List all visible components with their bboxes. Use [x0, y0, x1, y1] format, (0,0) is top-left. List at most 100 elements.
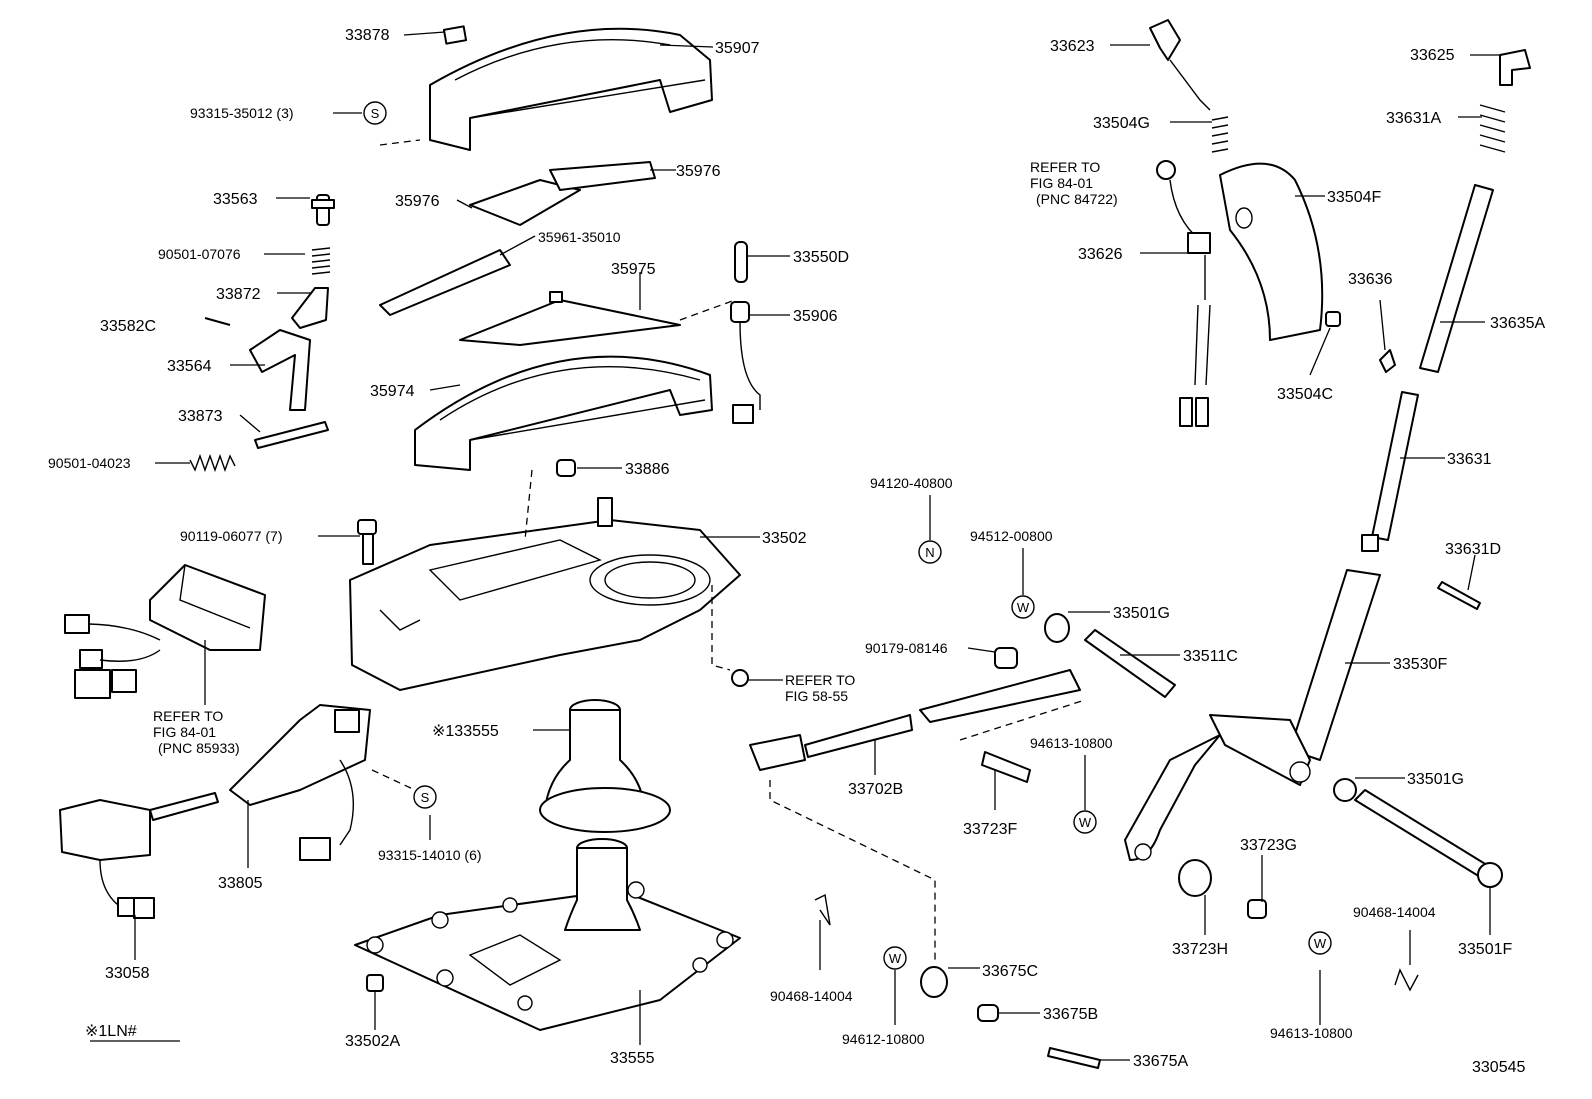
label-35974: 35974 — [370, 383, 415, 400]
bulb-socket — [730, 241, 761, 424]
svg-text:S: S — [371, 106, 380, 121]
label-33504c: 33504C — [1277, 386, 1333, 403]
label-35961-35010: 35961-35010 — [538, 229, 621, 245]
part-labels: 33878 35907 93315-35012 (3) 33563 35976 … — [48, 27, 1545, 1070]
bolt-refer-fig58 — [731, 669, 749, 687]
label-33550d: 33550D — [793, 249, 849, 266]
label-35907: 35907 — [715, 40, 760, 57]
label-90501-07076: 90501-07076 — [158, 246, 241, 262]
label-33555: 33555 — [610, 1050, 655, 1067]
symbol-w-3: W — [883, 946, 907, 970]
label-33702b: 33702B — [848, 781, 903, 798]
symbol-n: N — [918, 540, 942, 564]
svg-text:FIG 58-55: FIG 58-55 — [785, 688, 848, 704]
symbol-w-4: W — [1308, 931, 1332, 955]
svg-text:REFER TO: REFER TO — [1030, 159, 1100, 175]
label-33636: 33636 — [1348, 271, 1393, 288]
label-33582c: 33582C — [100, 318, 156, 335]
bushing-33501g — [1333, 778, 1357, 802]
label-33872: 33872 — [216, 286, 261, 303]
label-33502: 33502 — [762, 530, 807, 547]
label-33564: 33564 — [167, 358, 212, 375]
label-33723g: 33723G — [1240, 837, 1297, 854]
label-33626: 33626 — [1078, 246, 1123, 263]
shift-plate — [354, 838, 741, 1031]
clip-33636 — [1379, 349, 1396, 373]
plate-bushing — [366, 974, 384, 992]
label-94613-10800-upper: 94613-10800 — [1030, 735, 1113, 751]
bolt-90119 — [357, 519, 377, 565]
label-90468-14004-center: 90468-14004 — [770, 988, 853, 1004]
label-33058: 33058 — [105, 965, 150, 982]
svg-text:W: W — [1017, 600, 1030, 615]
clip-90468-right — [1394, 968, 1419, 992]
lower-console-housing — [414, 355, 713, 471]
label-94512-00800: 94512-00800 — [970, 528, 1053, 544]
leader-lines — [134, 31, 1502, 1061]
label-35976-right: 35976 — [676, 163, 721, 180]
label-33873: 33873 — [178, 408, 223, 425]
label-33504g: 33504G — [1093, 115, 1150, 132]
label-33502a: 33502A — [345, 1033, 400, 1050]
rod-33631 — [1361, 391, 1419, 552]
svg-text:W: W — [1314, 936, 1327, 951]
svg-text:(PNC 85933): (PNC 85933) — [158, 740, 240, 756]
shift-boot — [539, 699, 671, 833]
svg-text:S: S — [421, 790, 430, 805]
svg-text:(PNC 84722): (PNC 84722) — [1036, 191, 1118, 207]
upper-console-housing — [429, 25, 713, 151]
label-33631: 33631 — [1447, 451, 1492, 468]
label-33723h: 33723H — [1172, 941, 1228, 958]
refer-note-fig84-left: REFER TO FIG 84-01 (PNC 85933) — [153, 708, 240, 756]
bushing-33675b — [977, 1004, 999, 1022]
bushing-33723h — [1178, 859, 1212, 897]
label-94612-10800: 94612-10800 — [842, 1031, 925, 1047]
label-33625: 33625 — [1410, 47, 1455, 64]
label-33723f: 33723F — [963, 821, 1017, 838]
refer-note-fig58: REFER TO FIG 58-55 — [748, 672, 855, 704]
label-33623: 33623 — [1050, 38, 1095, 55]
label-35906: 35906 — [793, 308, 838, 325]
bushing-33501g-upper — [1044, 613, 1070, 643]
label-94613-10800-lower: 94613-10800 — [1270, 1025, 1353, 1041]
svg-text:W: W — [889, 951, 902, 966]
shift-knob — [1219, 162, 1324, 341]
nut-90179 — [994, 647, 1018, 669]
label-33501g-lower: 33501G — [1407, 771, 1464, 788]
label-33511c: 33511C — [1183, 648, 1238, 665]
label-93315-14010: 93315-14010 (6) — [378, 847, 482, 863]
wiring-connector-box — [64, 564, 266, 699]
lever-rod-33635a — [1419, 184, 1494, 373]
svg-text:W: W — [1079, 815, 1092, 830]
symbol-w-1: W — [1011, 595, 1035, 619]
bolt-33675a — [1047, 1047, 1101, 1069]
figure-number: 330545 — [1472, 1059, 1525, 1076]
shaft-33511c — [1084, 629, 1176, 698]
label-35976-left: 35976 — [395, 193, 440, 210]
footnote: ※1LN# — [85, 1023, 137, 1040]
clip-90468-center — [814, 893, 831, 926]
bushing-33723g — [1247, 899, 1267, 919]
shift-lever-base — [349, 497, 741, 691]
label-90468-14004-right: 90468-14004 — [1353, 904, 1436, 920]
refer-note-fig84-top: REFER TO FIG 84-01 (PNC 84722) — [1030, 159, 1118, 207]
symbol-s-upper: S — [363, 101, 387, 125]
label-90119-06077: 90119-06077 (7) — [180, 528, 282, 544]
svg-text:FIG 84-01: FIG 84-01 — [153, 724, 216, 740]
label-33563: 33563 — [213, 191, 258, 208]
shift-knob-button — [1149, 19, 1229, 153]
label-33886: 33886 — [625, 461, 670, 478]
dashed-guides — [371, 139, 1086, 960]
label-33631d: 33631D — [1445, 541, 1501, 558]
label-33675a: 33675A — [1133, 1053, 1188, 1070]
label-33501f: 33501F — [1458, 941, 1512, 958]
knob-wire-harness — [1156, 160, 1211, 427]
button-33625 — [1479, 49, 1531, 153]
label-33805: 33805 — [218, 875, 263, 892]
bushing-33675c — [920, 966, 948, 998]
label-35975: 35975 — [611, 261, 656, 278]
pivot-bolt-33501f — [1354, 789, 1503, 888]
label-33675c: 33675C — [982, 963, 1038, 980]
shift-lever-tube — [1124, 569, 1381, 861]
